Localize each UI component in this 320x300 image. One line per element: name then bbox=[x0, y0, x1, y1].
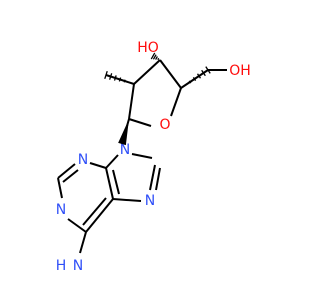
bond-c6-c5-double bbox=[82, 197, 107, 226]
hash-bond-c4-c5-segment bbox=[205, 66, 211, 74]
atom-labels: HO OH O N N N N N H bbox=[56, 40, 251, 274]
hash-bond-c3-oh-segment bbox=[155, 56, 158, 60]
hash-bond-c4-c5-segment bbox=[201, 69, 206, 77]
bond-c5-c4 bbox=[105, 167, 114, 200]
bond-c8-n7 bbox=[149, 164, 156, 191]
n1-label: N bbox=[56, 202, 66, 218]
bond-c1-c2 bbox=[128, 83, 135, 120]
hash-bond-c4-c5-segment bbox=[188, 80, 192, 84]
bond-c2-n1 bbox=[57, 177, 63, 199]
bonds bbox=[57, 59, 227, 254]
n9-label: N bbox=[120, 142, 130, 158]
hash-bond-c4-c5 bbox=[184, 66, 211, 86]
hash-bond-c2-methyl bbox=[104, 70, 131, 84]
bond-ring-o-c1 bbox=[128, 118, 152, 127]
bond-c3-c4 bbox=[159, 59, 182, 89]
wedge-bond-c1-n9 bbox=[118, 119, 129, 146]
amino-nitrogen-label: N bbox=[73, 258, 83, 274]
bond-n9-c8 bbox=[131, 153, 153, 159]
bond-n7-c5 bbox=[112, 198, 142, 202]
bond-c2-c3 bbox=[133, 59, 161, 85]
bond-c4-ring-o bbox=[170, 87, 182, 117]
hash-bond-c4-c5-segment bbox=[192, 76, 197, 82]
hash-bond-c3-oh-segment bbox=[157, 57, 160, 61]
hash-bond-c3-oh-segment bbox=[150, 52, 156, 60]
hydroxyl-right-label: OH bbox=[229, 63, 251, 79]
bond-c4-n3 bbox=[89, 162, 107, 169]
hash-bond-c2-methyl-segment bbox=[118, 77, 122, 82]
bond-c5-c4-double bbox=[112, 169, 120, 195]
bond-c8-n7-double bbox=[155, 167, 161, 191]
hash-bond-c2-methyl-segment bbox=[109, 73, 113, 80]
amino-hydrogen-label: H bbox=[56, 258, 67, 274]
hash-bond-c2-methyl-segment bbox=[113, 75, 117, 81]
molecule-structure: HO OH O N N N N N H bbox=[56, 40, 251, 274]
bond-n3-c2 bbox=[57, 163, 76, 179]
bond-c6-amino bbox=[79, 231, 87, 254]
hash-bond-c2-methyl-segment bbox=[104, 70, 108, 80]
hash-bond-c4-c5-segment bbox=[196, 73, 202, 79]
n3-label: N bbox=[78, 152, 88, 168]
bond-c6-c5 bbox=[85, 198, 114, 233]
hydroxyl-top-label: HO bbox=[137, 40, 159, 56]
bond-n1-c6 bbox=[67, 218, 87, 233]
hash-bond-c2-methyl-segment bbox=[123, 79, 126, 83]
bond-c4-n9 bbox=[105, 154, 119, 169]
bond-n3-c2-double bbox=[62, 169, 79, 183]
hash-bond-c3-oh-segment bbox=[152, 54, 157, 60]
hash-bond-c3-oh bbox=[150, 52, 160, 61]
n7-label: N bbox=[145, 193, 155, 209]
ring-oxygen-label: O bbox=[159, 117, 170, 133]
hash-bond-c4-c5-segment bbox=[184, 84, 187, 86]
